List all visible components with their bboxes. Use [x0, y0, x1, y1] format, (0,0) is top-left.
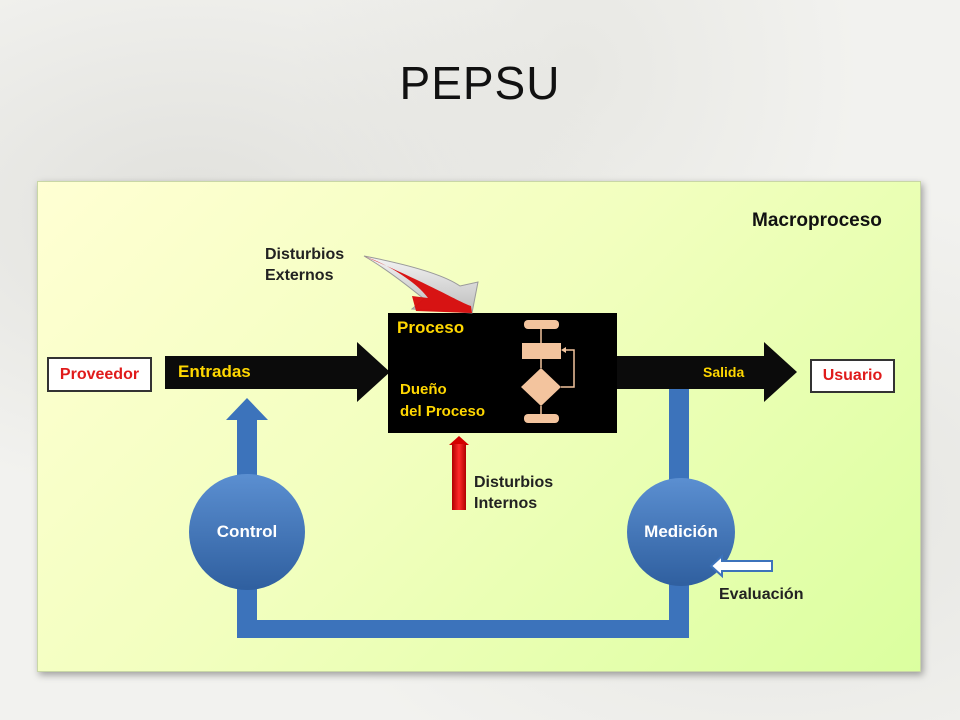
feedback-bottom-bar — [237, 620, 689, 638]
flowchart-icon — [521, 320, 575, 423]
macroproceso-panel — [37, 181, 921, 672]
control-circle — [189, 474, 305, 590]
medicion-label: Medición — [644, 522, 718, 541]
evaluacion-arrow — [709, 553, 773, 579]
dueno-proceso-label: Dueño del Proceso — [400, 381, 486, 420]
salida-arrow — [612, 342, 797, 402]
disturbios-externos-label: Disturbios Externos — [265, 246, 345, 284]
disturbios-internos-label: Disturbios Internos — [474, 474, 554, 512]
proveedor-box: Proveedor — [47, 357, 152, 392]
proceso-label: Proceso — [397, 318, 465, 337]
page-title: PEPSU — [399, 57, 561, 109]
salida-label: Salida — [703, 364, 745, 380]
entradas-label: Entradas — [178, 362, 251, 381]
macroproceso-label: Macroproceso — [752, 210, 882, 231]
evaluacion-label: Evaluación — [719, 586, 804, 603]
entradas-arrow — [165, 342, 390, 402]
medicion-circle — [627, 478, 735, 586]
feedback-up-arrowhead — [226, 398, 268, 420]
usuario-box: Usuario — [810, 359, 895, 393]
disturbios-internos-arrow — [449, 436, 469, 510]
disturbios-externos-arrow — [363, 255, 479, 314]
control-label: Control — [216, 522, 278, 541]
process-box — [388, 313, 617, 433]
